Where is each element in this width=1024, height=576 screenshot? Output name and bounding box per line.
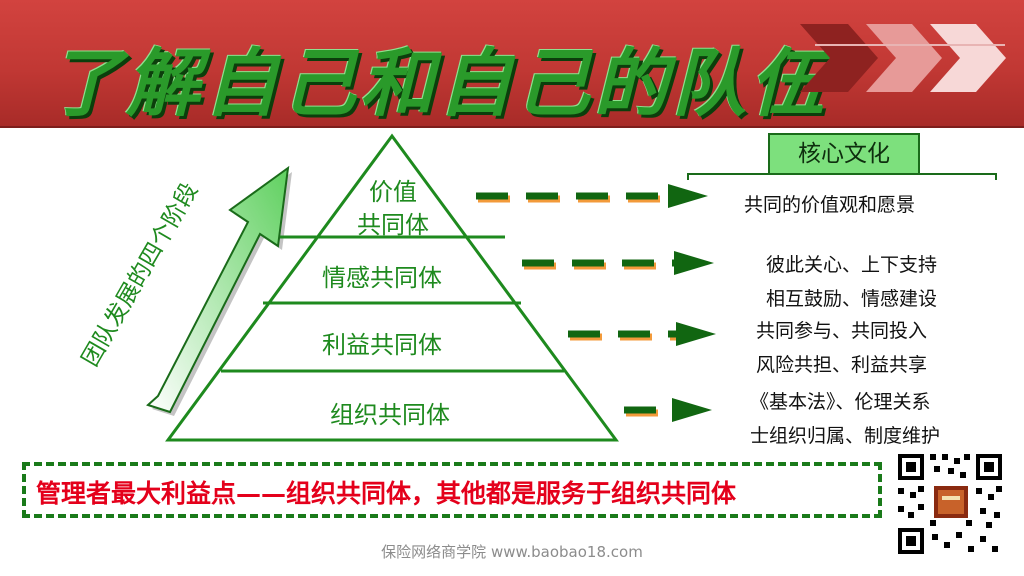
description-line: 风险共担、利益共享 xyxy=(756,354,928,376)
dashed-arrow-icon xyxy=(624,398,712,422)
pyramid-level-organization: 组织共同体 xyxy=(330,401,450,429)
dashed-arrow-icon xyxy=(522,251,714,275)
development-arrow-icon xyxy=(146,165,292,416)
description-line: 《基本法》、伦理关系 xyxy=(750,391,931,413)
pyramid-level-line: 共同体 xyxy=(357,211,429,239)
header-banner: 了解自己和自己的队伍 xyxy=(0,0,1024,128)
header-rule xyxy=(815,44,1005,46)
pyramid-level-line: 价值 xyxy=(369,178,417,206)
dashed-arrow-icon xyxy=(476,184,708,208)
description-line: 共同参与、共同投入 xyxy=(756,320,928,342)
pyramid xyxy=(165,133,619,442)
description-line: 彼此关心、上下支持 xyxy=(766,254,938,276)
chevron-decoration-icon xyxy=(800,24,1006,92)
dashed-arrows xyxy=(476,184,716,422)
description-value: 共同的价值观和愿景 xyxy=(744,194,916,216)
pyramid-level-value: 价值 共同体 xyxy=(350,176,436,242)
qr-code-icon xyxy=(894,450,1006,558)
pyramid-level-emotion: 情感共同体 xyxy=(322,264,442,292)
page-title: 了解自己和自己的队伍 xyxy=(48,41,828,127)
description-line: 士组织归属、制度维护 xyxy=(750,425,941,447)
pyramid-level-interest: 利益共同体 xyxy=(322,331,442,359)
footer-watermark: 保险网络商学院 www.baobao18.com xyxy=(381,543,643,561)
dashed-arrow-icon xyxy=(568,322,716,346)
core-culture-label: 核心文化 xyxy=(768,133,920,175)
description-interest: 共同参与、共同投入 风险共担、利益共享 xyxy=(756,314,927,382)
description-organization: 《基本法》、伦理关系 士组织归属、制度维护 xyxy=(750,385,940,453)
description-line: 相互鼓励、情感建设 xyxy=(766,288,938,310)
note-text: 管理者最大利益点——组织共同体，其他都是服务于组织共同体 xyxy=(36,479,737,508)
note-box xyxy=(22,462,882,518)
description-emotion: 彼此关心、上下支持 相互鼓励、情感建设 xyxy=(766,248,937,316)
